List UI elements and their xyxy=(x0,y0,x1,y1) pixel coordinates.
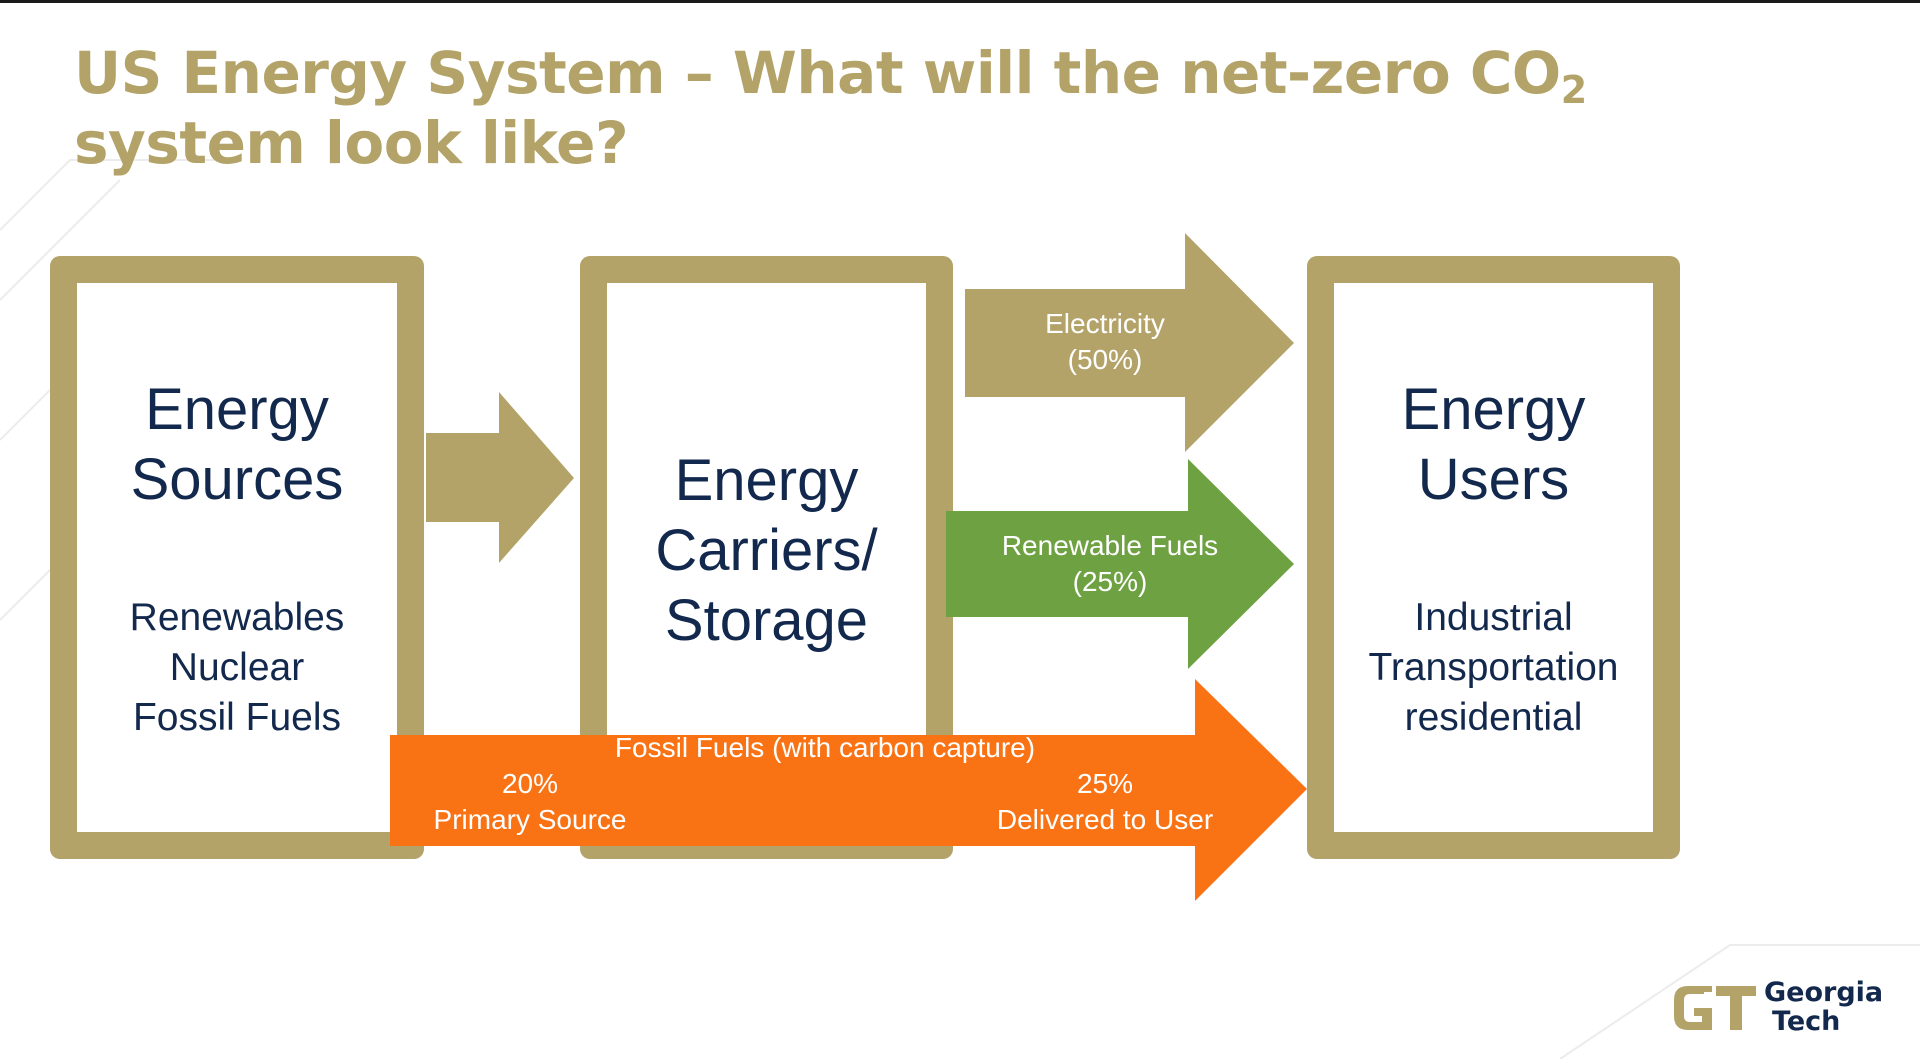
heading-line: Storage xyxy=(664,588,869,653)
fossil-fuels-arrow-label: Fossil Fuels (with carbon capture) xyxy=(560,730,1090,766)
georgia-tech-logo: Georgia Tech xyxy=(1672,978,1883,1040)
title-main: US Energy System – What will the net-zer… xyxy=(74,39,1561,107)
energy-carriers-heading: Energy Carriers/ Storage xyxy=(607,446,926,656)
renewable-fuels-arrow xyxy=(946,459,1294,669)
energy-sources-list: Renewables Nuclear Fossil Fuels xyxy=(77,593,397,743)
energy-sources-box: Energy Sources Renewables Nuclear Fossil… xyxy=(50,256,424,859)
flow-label: Renewable Fuels xyxy=(1001,530,1219,561)
list-item: Nuclear xyxy=(169,646,305,689)
list-item: Transportation xyxy=(1368,646,1619,689)
heading-line: Carriers/ xyxy=(655,518,878,583)
list-item: residential xyxy=(1404,696,1583,739)
renewable-fuels-arrow-label: Renewable Fuels (25%) xyxy=(960,528,1260,600)
heading-line: Energy xyxy=(674,448,859,513)
list-item: Industrial xyxy=(1414,596,1573,639)
list-item: Fossil Fuels xyxy=(132,696,342,739)
title-rest: system look like? xyxy=(74,109,629,177)
primary-percent: 20% xyxy=(501,768,559,799)
logo-wordmark: Georgia Tech xyxy=(1764,978,1883,1036)
flow-share: (25%) xyxy=(1072,566,1148,597)
energy-users-heading: Energy Users xyxy=(1334,375,1653,515)
flow-share: (50%) xyxy=(1067,344,1143,375)
slide-title: US Energy System – What will the net-zer… xyxy=(74,38,1834,178)
energy-users-list: Industrial Transportation residential xyxy=(1334,593,1653,743)
heading-line: Users xyxy=(1417,447,1570,512)
primary-label: Primary Source xyxy=(433,804,627,835)
energy-sources-heading: Energy Sources xyxy=(77,375,397,515)
heading-line: Energy xyxy=(1401,377,1586,442)
electricity-arrow xyxy=(965,233,1294,452)
delivered-percent: 25% xyxy=(1076,768,1134,799)
list-item: Renewables xyxy=(129,596,345,639)
logo-word-tech: Tech xyxy=(1772,1006,1841,1037)
fossil-delivered-to-user: 25% Delivered to User xyxy=(975,766,1235,838)
energy-users-box: Energy Users Industrial Transportation r… xyxy=(1307,256,1680,859)
title-subscript: 2 xyxy=(1560,68,1587,112)
fossil-fuels-arrow xyxy=(390,679,1307,901)
electricity-arrow-label: Electricity (50%) xyxy=(985,306,1225,378)
heading-line: Sources xyxy=(130,447,344,512)
flow-label: Fossil Fuels (with carbon capture) xyxy=(614,732,1036,763)
top-rule xyxy=(0,0,1920,3)
flow-label: Electricity xyxy=(1045,308,1165,339)
fossil-primary-source: 20% Primary Source xyxy=(410,766,650,838)
delivered-label: Delivered to User xyxy=(996,804,1214,835)
logo-word-georgia: Georgia xyxy=(1764,977,1884,1008)
heading-line: Energy xyxy=(145,377,329,442)
sources-to-carriers-arrow xyxy=(426,392,574,563)
gt-monogram-icon xyxy=(1674,986,1756,1030)
